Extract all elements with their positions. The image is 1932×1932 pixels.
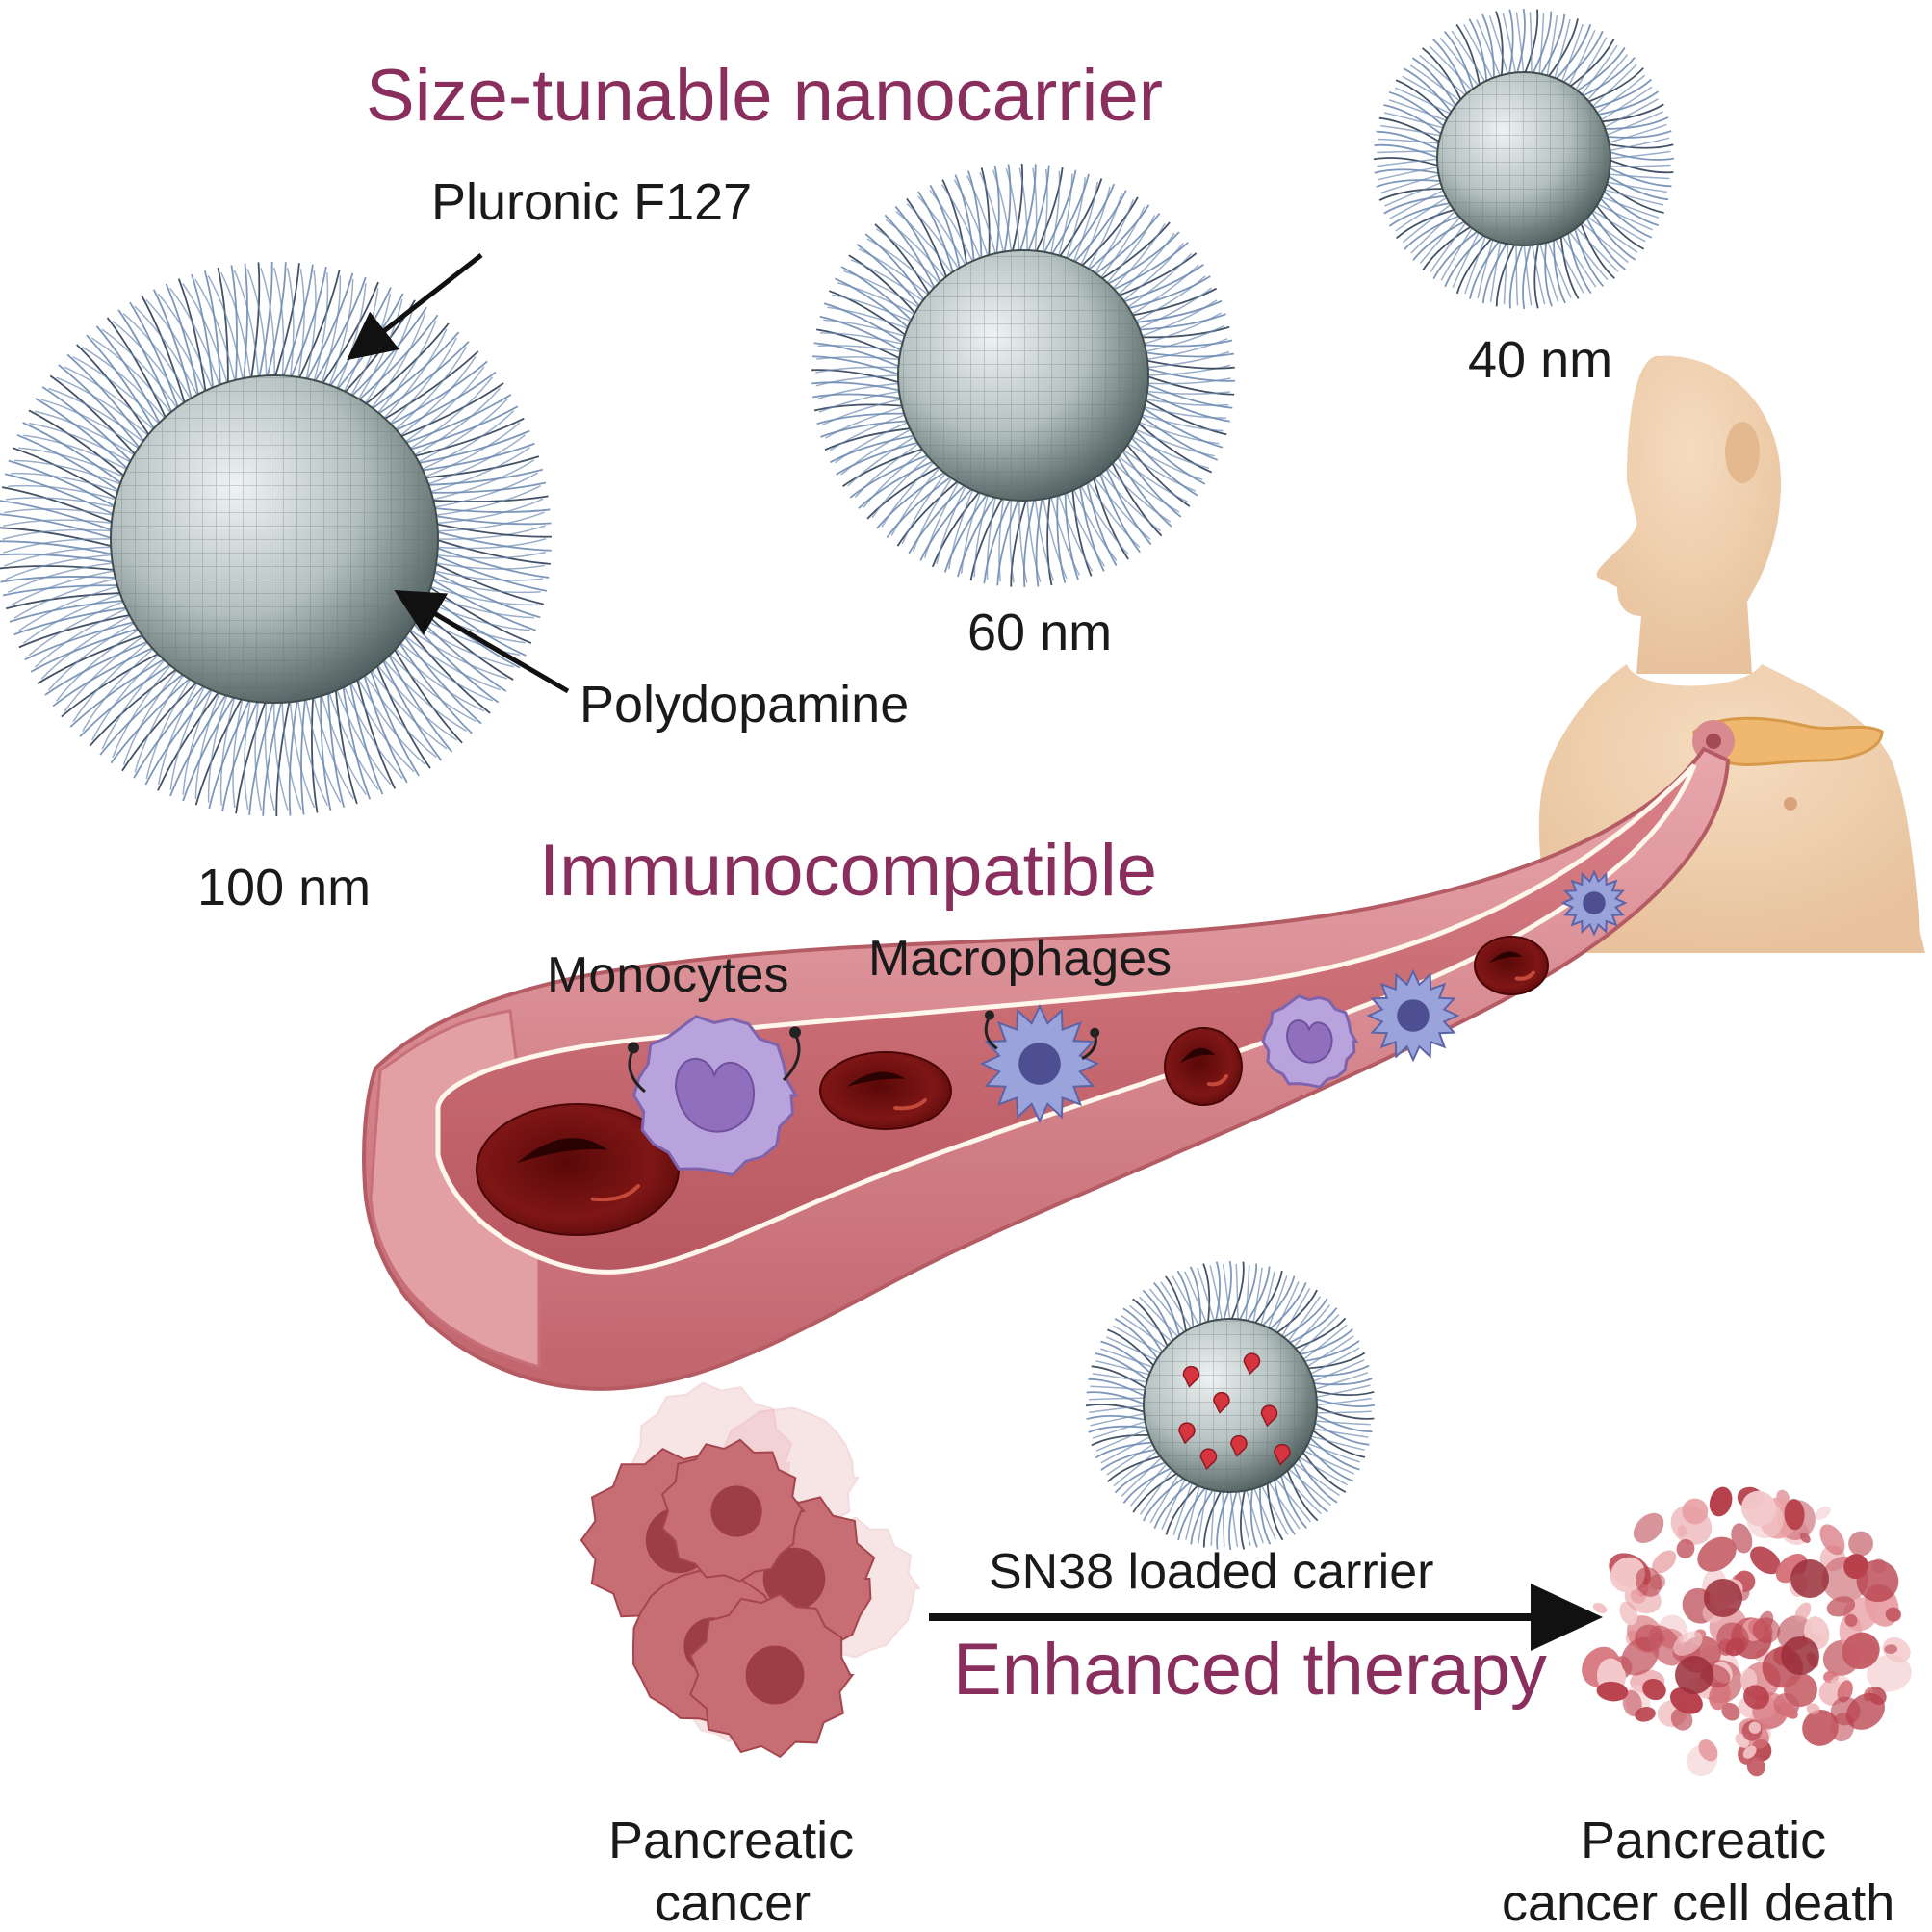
cancer-cell-cluster-icon [580, 1381, 921, 1759]
sn38-label: SN38 loaded carrier [989, 1544, 1433, 1600]
red-blood-cell-icon [476, 1103, 680, 1236]
red-blood-cell-icon [1164, 1027, 1243, 1106]
monocyte-icon [628, 1015, 801, 1177]
death-label-line2: cancer cell death [1502, 1874, 1894, 1932]
red-blood-cell-icon [1474, 936, 1549, 995]
heading-enhanced-therapy: Enhanced therapy [953, 1629, 1547, 1711]
cancer-label-line1: Pancreatic [608, 1812, 854, 1869]
macrophage-icon [979, 1003, 1100, 1124]
human-torso-icon [1538, 355, 1925, 953]
heading-immunocompatible: Immunocompatible [539, 830, 1157, 912]
monocyte-icon [1261, 994, 1359, 1090]
size-label-40nm: 40 nm [1468, 331, 1612, 389]
pluronic-pointer-arrow-icon [347, 253, 483, 361]
macrophage-icon [1560, 869, 1628, 937]
sn38-loaded-nanoparticle-icon [1085, 1260, 1376, 1551]
pluronic-label: Pluronic F127 [431, 173, 752, 231]
monocytes-label: Monocytes [547, 947, 788, 1003]
polydopamine-label: Polydopamine [580, 676, 909, 734]
red-blood-cell-icon [819, 1051, 952, 1130]
macrophage-icon [1366, 968, 1460, 1063]
nanoparticle-40nm-icon [1373, 8, 1675, 310]
macrophages-label: Macrophages [868, 931, 1172, 987]
cancer-label-line2: cancer [655, 1874, 811, 1932]
arrow-right-icon [929, 1584, 1603, 1651]
death-label-line1: Pancreatic [1581, 1812, 1826, 1869]
nanoparticle-60nm-icon [811, 163, 1235, 588]
dying-cell-cluster-icon [1582, 1486, 1912, 1777]
size-label-60nm: 60 nm [967, 604, 1112, 661]
polydopamine-pointer-arrow-icon [394, 589, 570, 694]
nanoparticle-100nm-icon [0, 261, 553, 817]
heading-nanocarrier: Size-tunable nanocarrier [366, 55, 1163, 137]
size-label-100nm: 100 nm [197, 859, 371, 916]
